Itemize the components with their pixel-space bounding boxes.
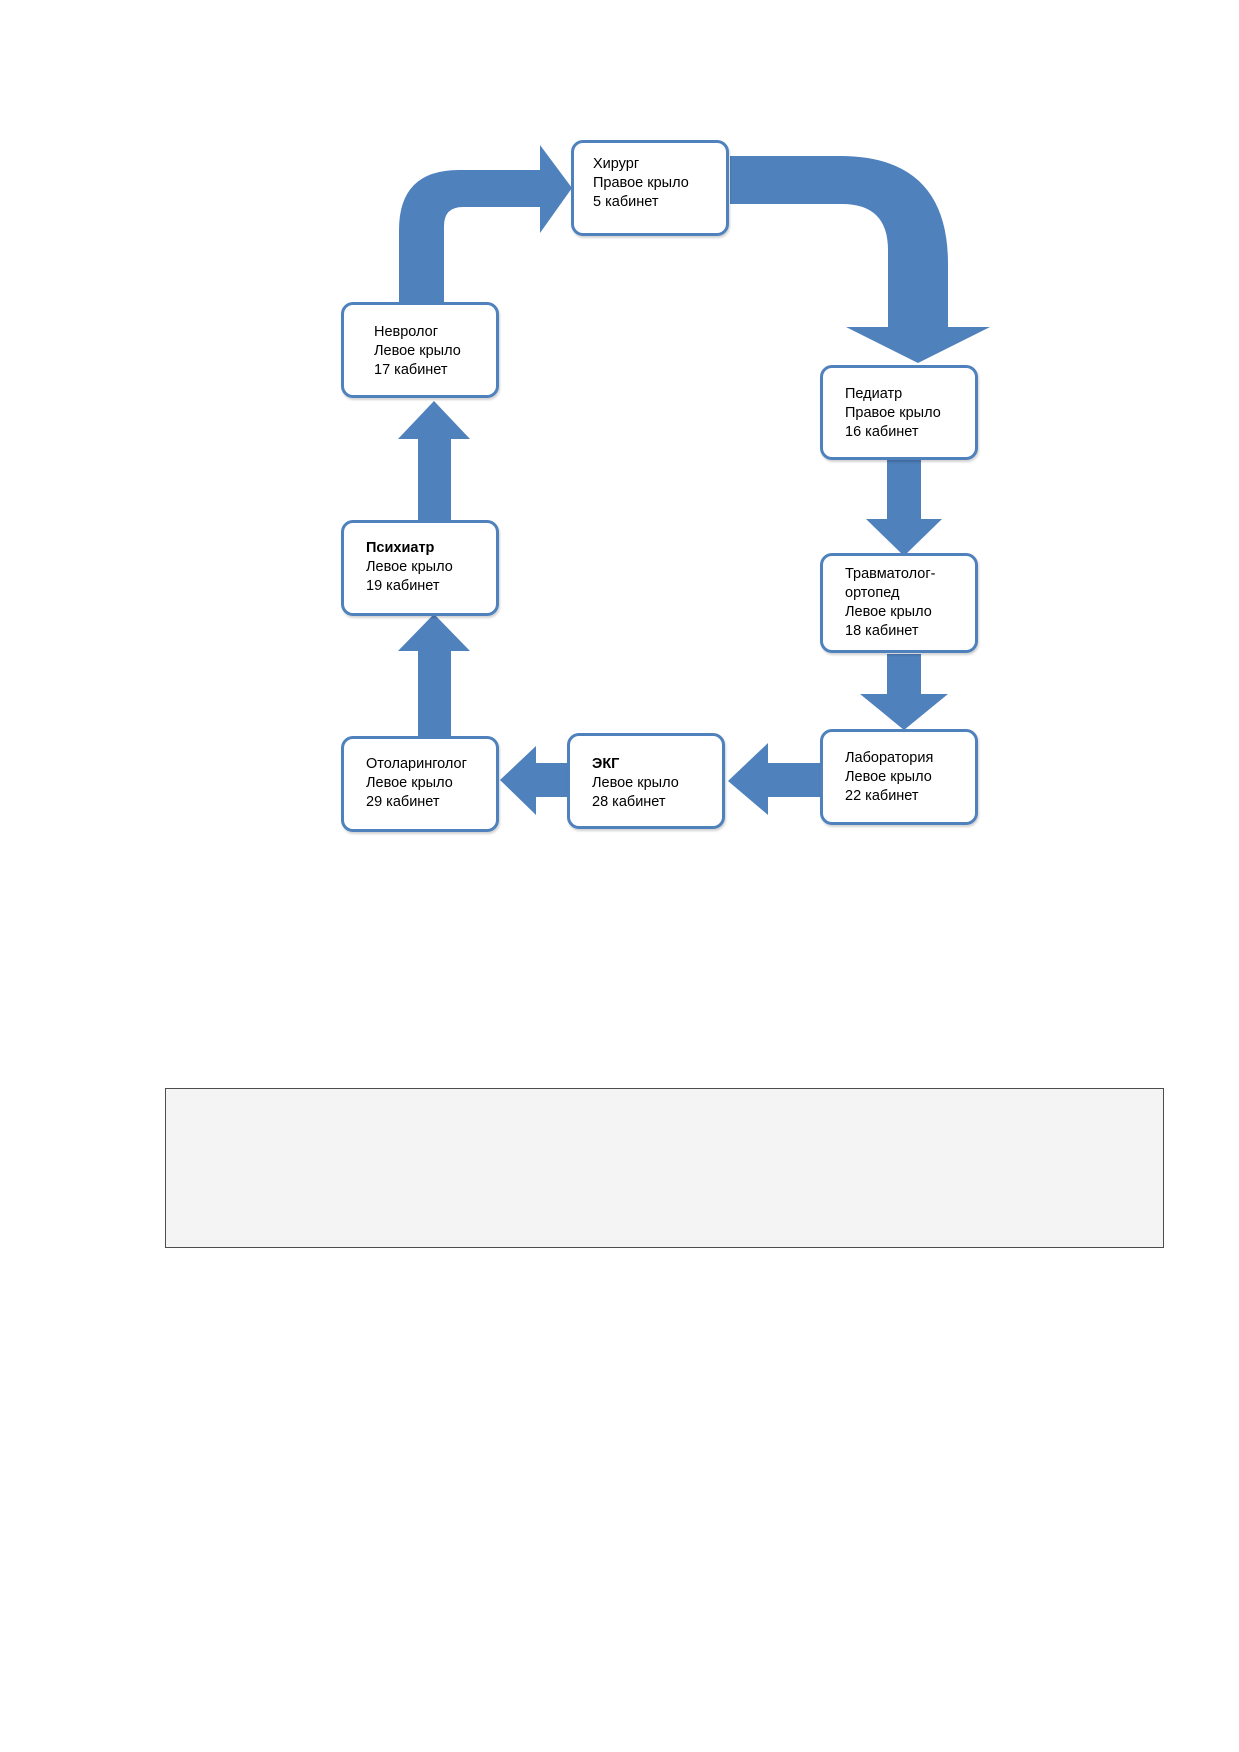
node-otolaryngologist: Отоларинголог Левое крыло 29 кабинет <box>341 736 499 832</box>
arrow-laboratory-to-ecg <box>728 743 822 815</box>
arrow-psychiatrist-to-neurologist <box>398 401 470 520</box>
node-laboratory: Лаборатория Левое крыло 22 кабинет <box>820 729 978 825</box>
node-laboratory-wing: Левое крыло <box>845 769 932 785</box>
node-ecg-room: 28 кабинет <box>592 794 666 810</box>
node-laboratory-room: 22 кабинет <box>845 788 919 804</box>
node-psychiatrist-wing: Левое крыло <box>366 559 453 575</box>
arrow-neurologist-to-surgeon <box>399 145 572 302</box>
node-otolaryngologist-room: 29 кабинет <box>366 794 440 810</box>
node-traumatologist-title: Травматолог- <box>845 566 936 582</box>
arrow-pediatrician-to-traumatologist <box>866 460 942 556</box>
node-laboratory-title: Лаборатория <box>845 750 934 766</box>
node-surgeon-room: 5 кабинет <box>593 194 659 210</box>
node-ecg-wing: Левое крыло <box>592 775 679 791</box>
node-neurologist-room: 17 кабинет <box>374 362 448 378</box>
node-pediatrician-room: 16 кабинет <box>845 424 919 440</box>
node-ecg-title: ЭКГ <box>592 756 620 772</box>
node-psychiatrist-title: Психиатр <box>366 540 435 556</box>
arrow-ecg-to-otolaryngologist <box>500 746 570 815</box>
node-psychiatrist-room: 19 кабинет <box>366 578 440 594</box>
node-surgeon: Хирург Правое крыло 5 кабинет <box>571 140 729 236</box>
node-pediatrician-title: Педиатр <box>845 386 903 402</box>
node-traumatologist-title2: ортопед <box>845 585 900 601</box>
node-neurologist: Невролог Левое крыло 17 кабинет <box>341 302 499 398</box>
arrow-surgeon-to-pediatrician <box>730 156 990 363</box>
node-neurologist-wing: Левое крыло <box>374 343 461 359</box>
arrow-traumatologist-to-laboratory <box>860 654 948 730</box>
node-pediatrician-wing: Правое крыло <box>845 405 941 421</box>
node-surgeon-title: Хирург <box>593 156 640 172</box>
node-traumatologist-wing: Левое крыло <box>845 604 932 620</box>
node-pediatrician: Педиатр Правое крыло 16 кабинет <box>820 365 978 460</box>
node-traumatologist-room: 18 кабинет <box>845 623 919 639</box>
node-otolaryngologist-wing: Левое крыло <box>366 775 453 791</box>
node-traumatologist: Травматолог- ортопед Левое крыло 18 каби… <box>820 553 978 653</box>
empty-note-box <box>165 1088 1164 1248</box>
node-ecg: ЭКГ Левое крыло 28 кабинет <box>567 733 725 829</box>
node-surgeon-wing: Правое крыло <box>593 175 689 191</box>
arrow-otolaryngologist-to-psychiatrist <box>398 614 470 736</box>
node-neurologist-title: Невролог <box>374 324 439 340</box>
node-otolaryngologist-title: Отоларинголог <box>366 756 467 772</box>
node-psychiatrist: Психиатр Левое крыло 19 кабинет <box>341 520 499 616</box>
